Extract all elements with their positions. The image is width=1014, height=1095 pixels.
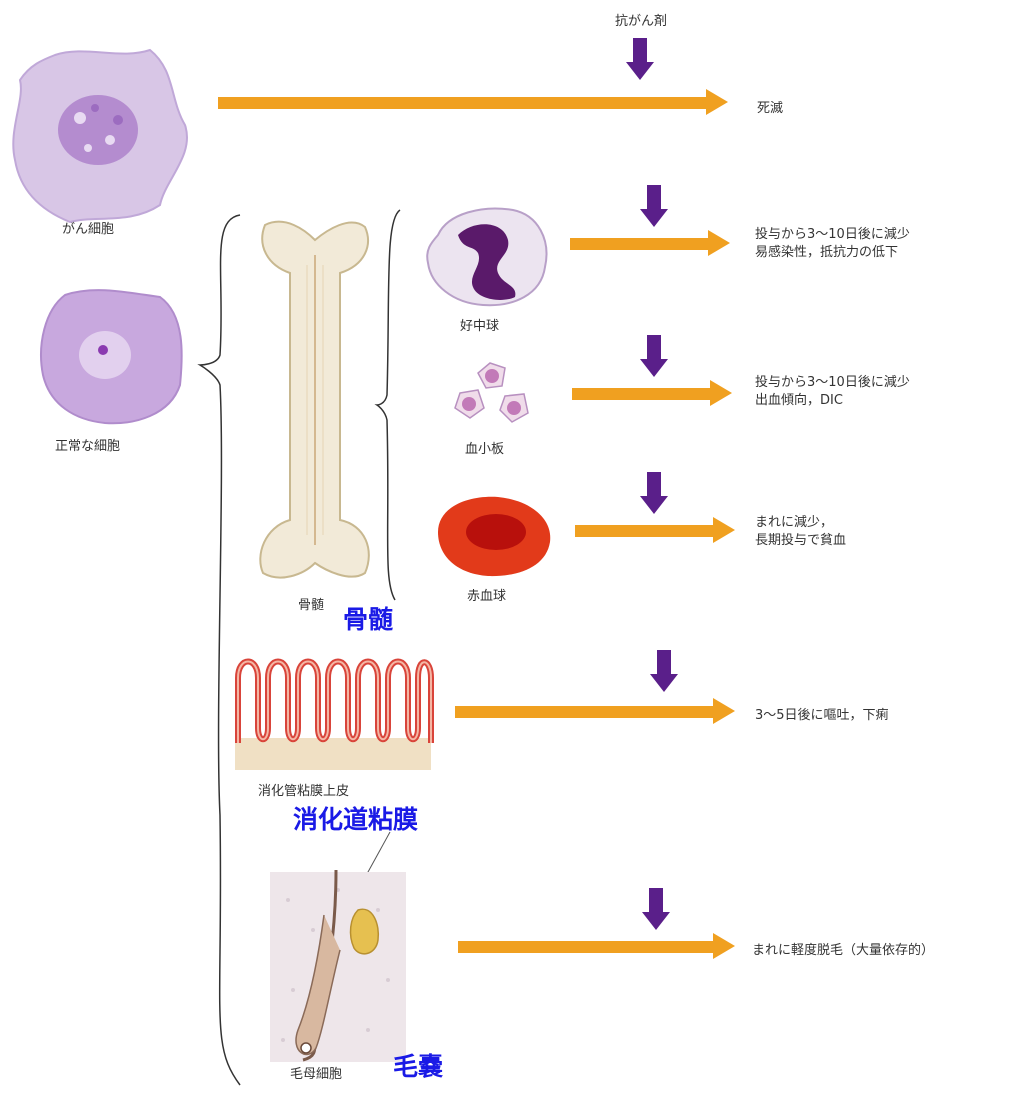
arrow-cancer	[218, 95, 728, 109]
bone-marrow-annotation: 骨髄	[343, 600, 393, 636]
neutrophil-illustration	[423, 205, 553, 310]
down-arrow-gi	[650, 650, 678, 694]
normal-cell-label: 正常な細胞	[55, 435, 120, 454]
neutrophil-label: 好中球	[460, 315, 499, 334]
gi-effect: 3～5日後に嘔吐，下痢	[755, 707, 889, 725]
down-arrow-neutrophil	[640, 185, 668, 229]
bone-marrow-label: 骨髄	[298, 594, 324, 613]
platelet-illustration	[450, 358, 540, 433]
rbc-effect-line1: まれに減少，	[755, 514, 846, 532]
arrow-neutrophil	[570, 236, 730, 250]
neutrophil-effect: 投与から3～10日後に減少 易感染性，抵抗力の低下	[755, 226, 910, 262]
hair-effect: まれに軽度脱毛（大量依存的）	[752, 942, 934, 960]
rbc-effect-line2: 長期投与で貧血	[755, 532, 846, 550]
arrow-gi	[455, 704, 735, 718]
hair-follicle-illustration	[268, 870, 408, 1070]
hair-follicle-label: 毛母細胞	[290, 1063, 342, 1082]
cancer-outcome: 死滅	[757, 97, 783, 116]
platelet-effect-line2: 出血傾向，DIC	[755, 392, 910, 410]
red-blood-cell-label: 赤血球	[467, 585, 506, 604]
rbc-effect: まれに減少， 長期投与で貧血	[755, 514, 846, 550]
down-arrow-hair	[642, 888, 670, 932]
drug-label: 抗がん剤	[615, 10, 667, 29]
down-arrow-drug	[626, 38, 654, 82]
red-blood-cell-illustration	[428, 492, 558, 582]
neutrophil-effect-line2: 易感染性，抵抗力の低下	[755, 244, 910, 262]
cancer-cell-label: がん細胞	[62, 218, 114, 237]
platelet-effect-line1: 投与から3～10日後に減少	[755, 374, 910, 392]
arrow-rbc	[575, 523, 735, 537]
down-arrow-rbc	[640, 472, 668, 516]
bone-illustration	[255, 215, 375, 585]
platelet-label: 血小板	[465, 438, 504, 457]
arrow-hair	[458, 939, 735, 953]
gi-mucosa-annotation: 消化道粘膜	[293, 800, 418, 836]
gi-mucosa-label: 消化管粘膜上皮	[258, 780, 349, 799]
platelet-effect: 投与から3～10日後に減少 出血傾向，DIC	[755, 374, 910, 410]
bone-marrow-brace	[375, 210, 405, 610]
cancer-cell-illustration	[0, 40, 200, 240]
normal-cell-illustration	[35, 285, 195, 435]
hair-follicle-annotation: 毛嚢	[393, 1047, 443, 1083]
gi-mucosa-illustration	[233, 648, 433, 778]
arrow-platelet	[572, 386, 732, 400]
down-arrow-platelet	[640, 335, 668, 379]
neutrophil-effect-line1: 投与から3～10日後に減少	[755, 226, 910, 244]
